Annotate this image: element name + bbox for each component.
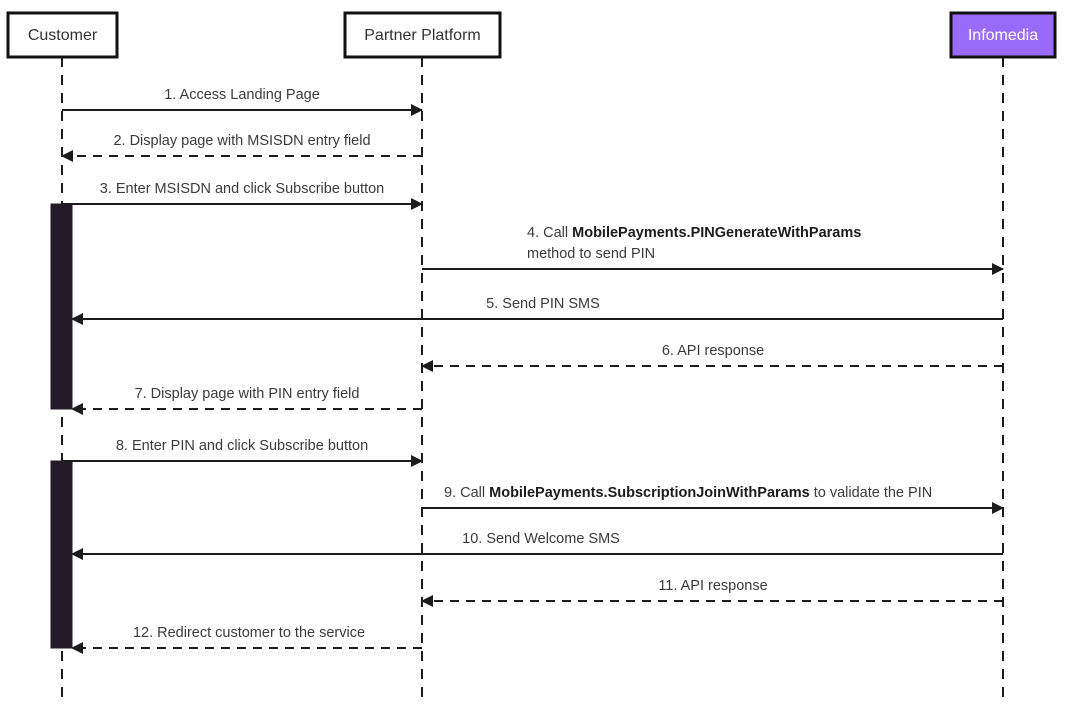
participant-box-customer [6,11,119,59]
message-label-run: to validate the PIN [810,485,933,501]
message-1[interactable]: 1. Access Landing Page [62,87,423,116]
participant-label-infomedia: Infomedia [968,27,1038,44]
message-label-11: 11. API response [658,578,767,594]
message-label-4: 4. Call MobilePayments.PINGenerateWithPa… [527,225,861,262]
message-label-run: 8. Enter PIN and click Subscribe button [116,438,368,454]
participant-customer[interactable]: Customer [6,11,119,59]
participant-box-infomedia [949,11,1057,59]
message-label-run: 5. Send PIN SMS [486,296,600,312]
message-11[interactable]: 11. API response [421,578,1003,607]
message-label-6: 6. API response [662,343,764,359]
message-label-9: 9. Call MobilePayments.SubscriptionJoinW… [444,485,932,501]
message-7[interactable]: 7. Display page with PIN entry field [71,386,422,415]
activation-1 [50,203,73,410]
message-label-3: 3. Enter MSISDN and click Subscribe butt… [100,181,385,197]
participants-layer: Customer Partner Platform Infomedia [6,11,1057,59]
message-label-run: method to send PIN [527,246,655,262]
message-label-run: 9. Call [444,485,489,501]
message-label-1: 1. Access Landing Page [164,87,320,103]
message-4[interactable]: 4. Call MobilePayments.PINGenerateWithPa… [422,225,1004,275]
message-3[interactable]: 3. Enter MSISDN and click Subscribe butt… [62,181,423,210]
participant-partner[interactable]: Partner Platform [343,11,502,59]
message-label-run: 2. Display page with MSISDN entry field [113,133,370,149]
message-label-8: 8. Enter PIN and click Subscribe button [116,438,368,454]
message-label-2: 2. Display page with MSISDN entry field [113,133,370,149]
message-label-run: 3. Enter MSISDN and click Subscribe butt… [100,181,385,197]
message-label-7: 7. Display page with PIN entry field [135,386,360,402]
message-10[interactable]: 10. Send Welcome SMS [71,531,1003,560]
participant-infomedia[interactable]: Infomedia [949,11,1057,59]
messages-layer: 1. Access Landing Page 2. Display page wi… [61,87,1004,654]
message-label-run: 6. API response [662,343,764,359]
activation-2 [50,460,73,649]
message-label-10: 10. Send Welcome SMS [462,531,620,547]
message-label-run: 4. Call [527,225,572,241]
message-label-run: 7. Display page with PIN entry field [135,386,360,402]
message-8[interactable]: 8. Enter PIN and click Subscribe button [62,438,423,467]
message-5[interactable]: 5. Send PIN SMS [71,296,1003,325]
message-label-12: 12. Redirect customer to the service [133,625,365,641]
message-label-run: 1. Access Landing Page [164,87,320,103]
message-label-run: MobilePayments.PINGenerateWithParams [572,225,861,241]
message-label-run: 11. API response [658,578,767,594]
message-6[interactable]: 6. API response [421,343,1003,372]
message-label-run: 12. Redirect customer to the service [133,625,365,641]
message-label-run: 10. Send Welcome SMS [462,531,620,547]
message-label-5: 5. Send PIN SMS [486,296,600,312]
participant-box-partner [343,11,502,59]
message-2[interactable]: 2. Display page with MSISDN entry field [61,133,422,162]
message-12[interactable]: 12. Redirect customer to the service [71,625,422,654]
message-9[interactable]: 9. Call MobilePayments.SubscriptionJoinW… [422,485,1004,514]
participant-label-customer: Customer [28,27,98,44]
lifelines-layer [61,57,1004,703]
participant-label-partner: Partner Platform [364,27,480,44]
message-label-run: MobilePayments.SubscriptionJoinWithParam… [489,485,810,501]
